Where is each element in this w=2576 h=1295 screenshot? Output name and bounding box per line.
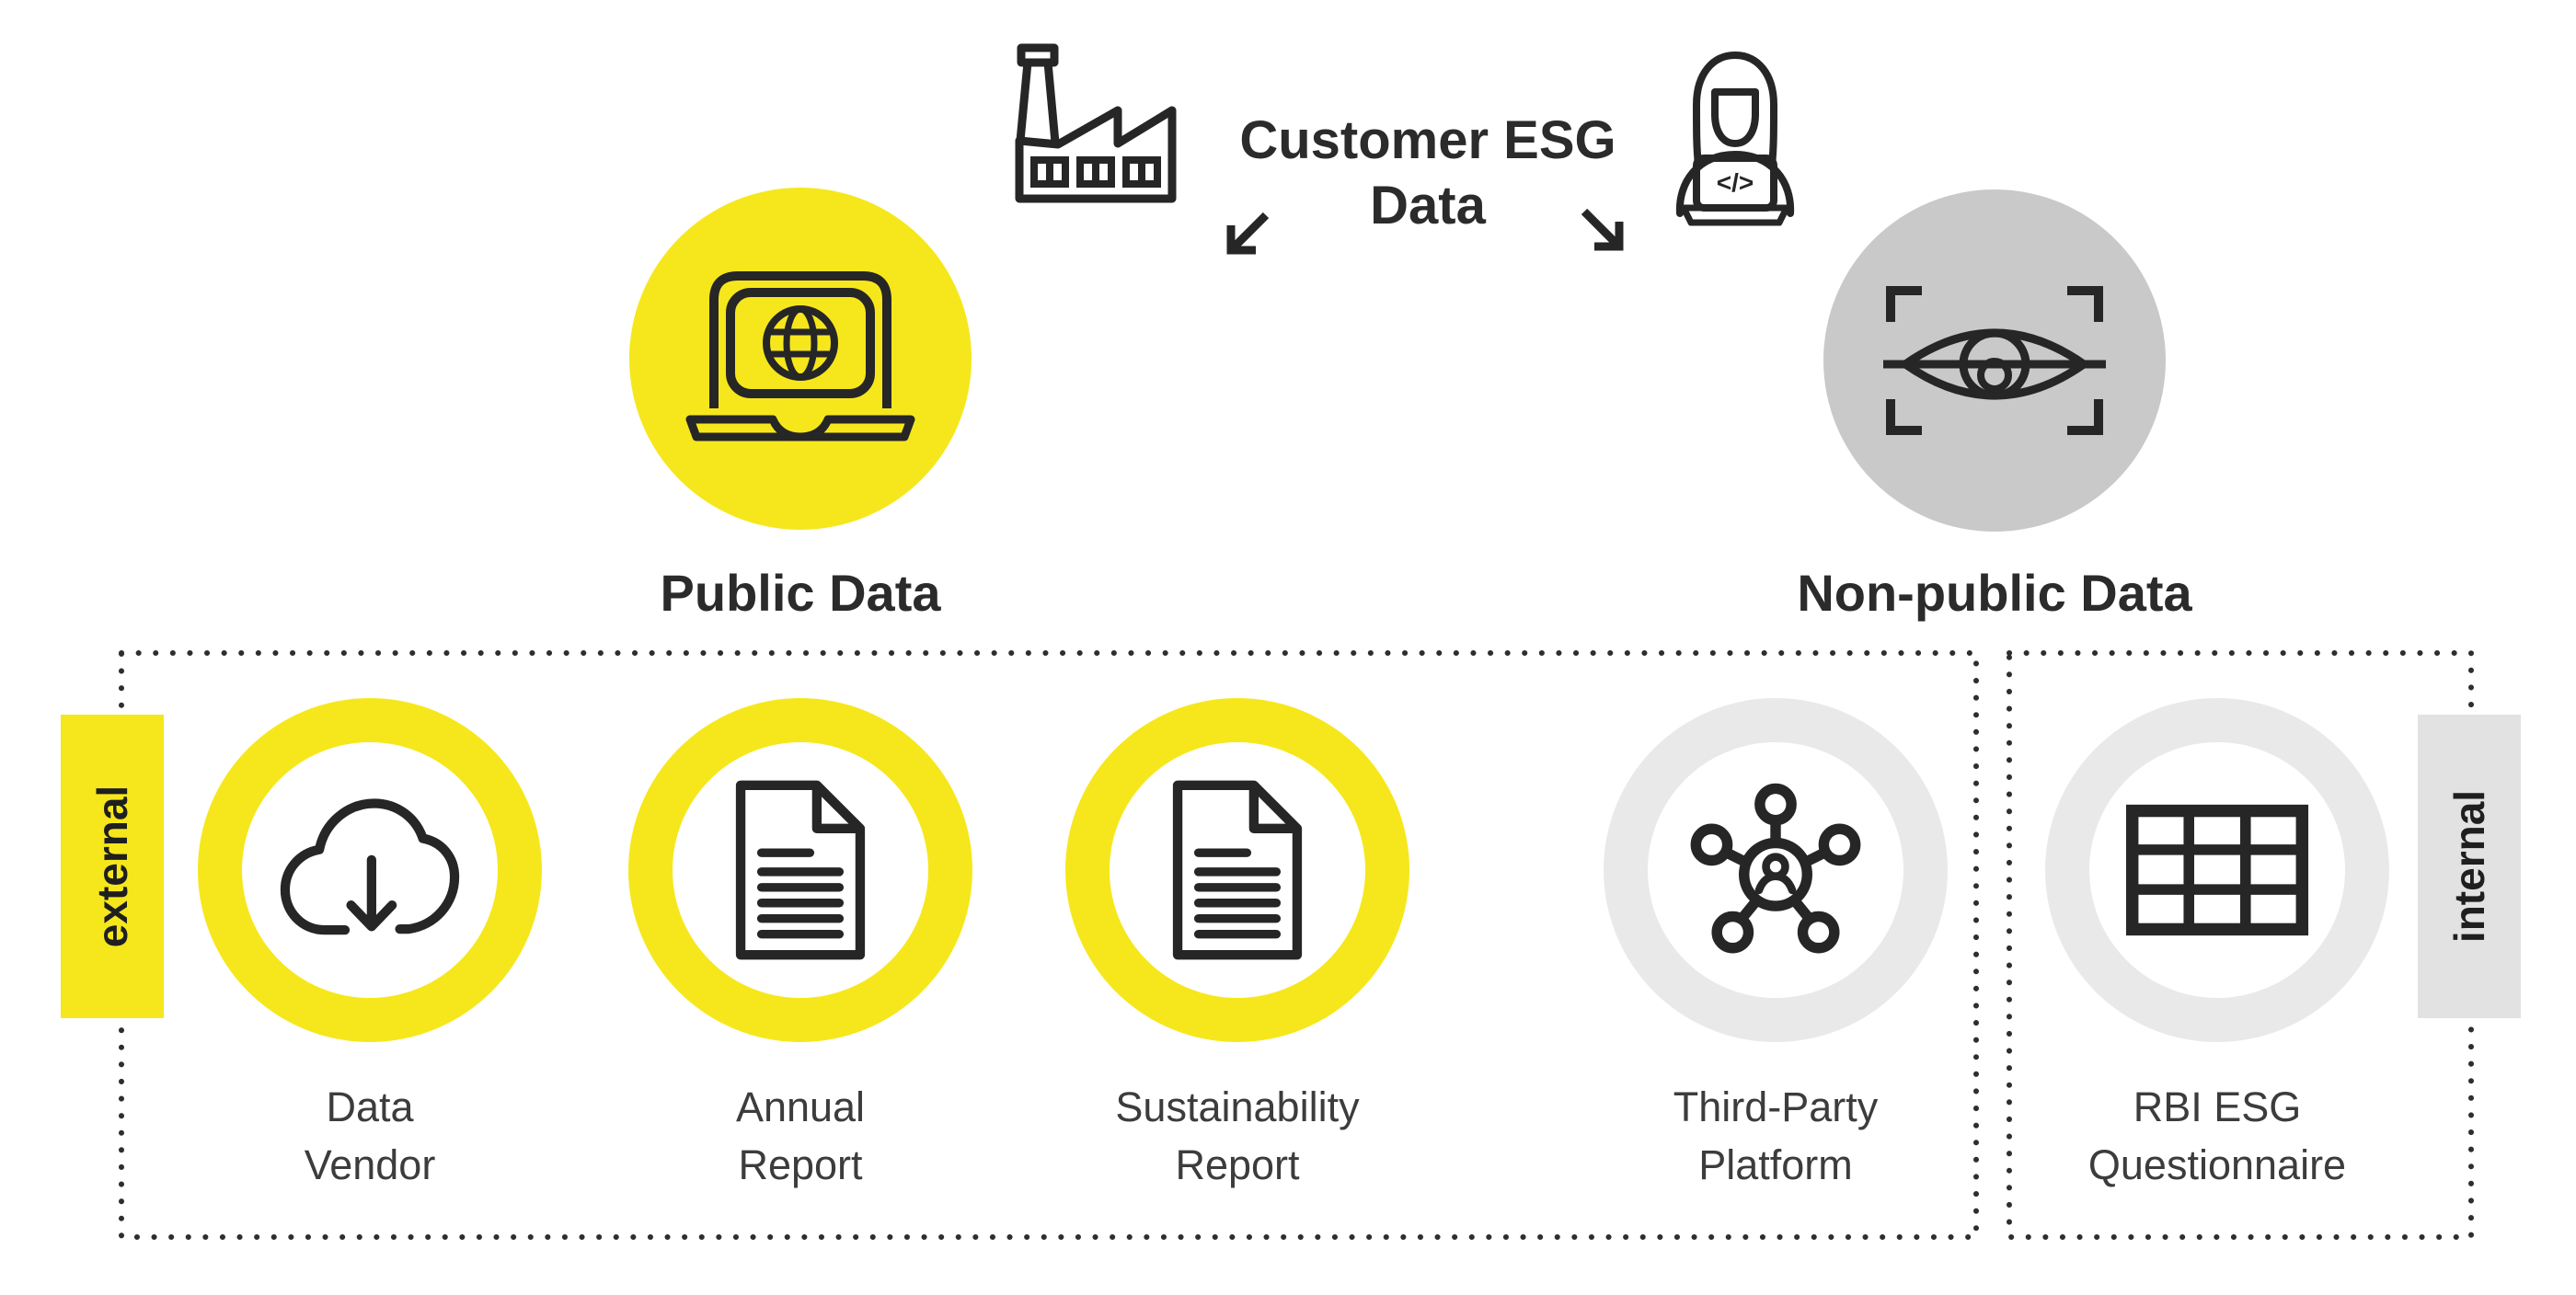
external-zone-label: external bbox=[88, 785, 136, 948]
source-node-data-vendor bbox=[198, 698, 542, 1042]
laptop-globe-icon bbox=[685, 271, 915, 441]
person-coder-icon: </> bbox=[1675, 51, 1795, 226]
arrow-down-right-icon bbox=[1581, 208, 1624, 251]
source-label-data-vendor: Data Vendor bbox=[304, 1083, 436, 1188]
public-data-label: Public Data bbox=[660, 564, 941, 622]
public-data-circle bbox=[629, 188, 972, 530]
source-label-annual-report: Annual Report bbox=[735, 1083, 866, 1188]
source-label-rbi-esg-questionnaire: RBI ESG Questionnaire bbox=[2087, 1083, 2347, 1188]
network-icon bbox=[1690, 783, 1861, 954]
laptop-code-glyph: </> bbox=[1717, 168, 1754, 197]
internal-zone-tab: internal bbox=[2418, 715, 2521, 1018]
diagram-title-line1: Customer ESG bbox=[1239, 110, 1616, 170]
diagram-title: Customer ESG Data bbox=[1143, 109, 1713, 239]
document-icon bbox=[1172, 780, 1303, 960]
nonpublic-data-label: Non-public Data bbox=[1797, 564, 2192, 622]
source-label-third-party-platform: Third-Party Platform bbox=[1673, 1083, 1879, 1188]
source-node-annual-report bbox=[628, 698, 972, 1042]
source-node-third-party-platform bbox=[1604, 698, 1948, 1042]
table-icon bbox=[2125, 804, 2309, 936]
factory-icon bbox=[1015, 43, 1177, 203]
source-node-sustainability-report bbox=[1065, 698, 1409, 1042]
diagram-title-line2: Data bbox=[1370, 175, 1486, 235]
arrow-down-left-icon bbox=[1226, 212, 1270, 255]
nonpublic-data-circle bbox=[1823, 189, 2166, 532]
document-icon bbox=[735, 780, 866, 960]
cloud-download-icon bbox=[280, 798, 460, 935]
internal-zone-label: internal bbox=[2445, 789, 2493, 944]
external-zone-tab: external bbox=[61, 715, 164, 1018]
eye-scan-icon bbox=[1883, 286, 2106, 435]
source-label-sustainability-report: Sustainability Report bbox=[1115, 1083, 1360, 1188]
source-node-rbi-esg-questionnaire bbox=[2045, 698, 2389, 1042]
